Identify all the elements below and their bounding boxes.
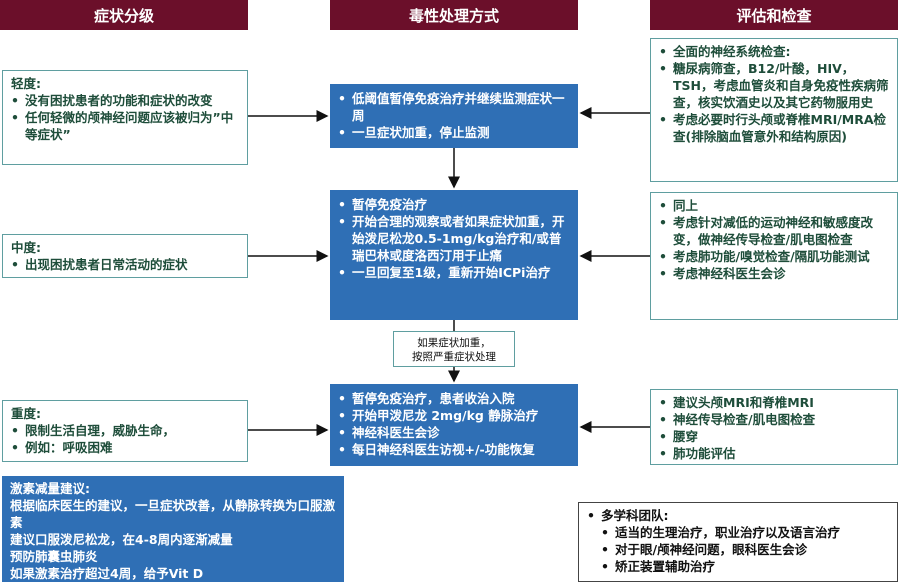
list-item: 神经传导检查/肌电图检查	[659, 411, 889, 428]
list-item: 适当的生理治疗，职业治疗以及语言治疗	[601, 524, 889, 541]
steroid-taper-line: 建议口服泼尼松龙，在4-8周内逐渐减量	[10, 532, 233, 547]
header-assessment: 评估和检查	[650, 0, 898, 30]
list-item: 糖尿病筛查，B12/叶酸，HIV，TSH，考虑血管炎和自身免疫性疾病筛查，核实饮…	[659, 60, 889, 111]
list-item: 神经科医生会诊	[338, 424, 570, 441]
grade-moderate-title: 中度:	[11, 240, 41, 255]
list-item: 一旦症状加重，停止监测	[338, 124, 570, 141]
list-item: 例如：呼吸困难	[11, 439, 239, 456]
grade-severe-box: 重度: 限制生活自理，威胁生命， 例如：呼吸困难	[2, 400, 248, 462]
steroid-taper-box: 激素减量建议: 根据临床医生的建议，一旦症状改善，从静脉转换为口服激素 建议口服…	[2, 476, 344, 582]
assessment-moderate-list: 同上 考虑针对减低的运动神经和敏感度改变，做神经传导检查/肌电图检查 考虑肺功能…	[659, 197, 889, 282]
list-item: 任何轻微的颅神经问题应该被归为”中等症状”	[11, 109, 239, 143]
assessment-mild-box: 全面的神经系统检查: 糖尿病筛查，B12/叶酸，HIV，TSH，考虑血管炎和自身…	[650, 38, 898, 182]
header-symptom-grading: 症状分级	[0, 0, 248, 30]
list-item: 低阈值暂停免疫治疗并继续监测症状一周	[338, 90, 570, 124]
escalation-note-line: 按照严重症状处理	[412, 351, 496, 363]
list-item: 考虑肺功能/嗅觉检查/隔肌功能测试	[659, 248, 889, 265]
list-item: 限制生活自理，威胁生命，	[11, 422, 239, 439]
list-item: 开始甲泼尼龙 2mg/kg 静脉治疗	[338, 407, 570, 424]
list-item: 多学科团队:	[587, 507, 889, 524]
list-item: 考虑必要时行头颅或脊椎MRI/MRA检查(排除脑血管意外和结构原因)	[659, 111, 889, 145]
grade-mild-list: 没有困扰患者的功能和症状的改变 任何轻微的颅神经问题应该被归为”中等症状”	[11, 92, 239, 143]
management-moderate-list: 暂停免疫治疗 开始合理的观察或者如果症状加重，开始泼尼松龙0.5-1mg/kg治…	[338, 196, 570, 281]
list-item: 建议头颅MRI和脊椎MRI	[659, 394, 889, 411]
list-item: 矫正装置辅助治疗	[601, 558, 889, 575]
mdt-box: 多学科团队: 适当的生理治疗，职业治疗以及语言治疗 对于眼/颅神经问题，眼科医生…	[578, 502, 898, 582]
steroid-taper-line: 预防肺囊虫肺炎	[10, 549, 98, 564]
grade-mild-box: 轻度: 没有困扰患者的功能和症状的改变 任何轻微的颅神经问题应该被归为”中等症状…	[2, 70, 248, 165]
list-item: 肺功能评估	[659, 445, 889, 462]
escalation-note-box: 如果症状加重， 按照严重症状处理	[393, 331, 515, 367]
management-moderate-box: 暂停免疫治疗 开始合理的观察或者如果症状加重，开始泼尼松龙0.5-1mg/kg治…	[330, 190, 578, 320]
assessment-moderate-box: 同上 考虑针对减低的运动神经和敏感度改变，做神经传导检查/肌电图检查 考虑肺功能…	[650, 192, 898, 320]
list-item: 没有困扰患者的功能和症状的改变	[11, 92, 239, 109]
assessment-mild-list: 全面的神经系统检查: 糖尿病筛查，B12/叶酸，HIV，TSH，考虑血管炎和自身…	[659, 43, 889, 145]
mdt-items: 适当的生理治疗，职业治疗以及语言治疗 对于眼/颅神经问题，眼科医生会诊 矫正装置…	[587, 524, 889, 575]
management-mild-list: 低阈值暂停免疫治疗并继续监测症状一周 一旦症状加重，停止监测	[338, 90, 570, 141]
list-item: 出现困扰患者日常活动的症状	[11, 256, 239, 273]
grade-mild-title: 轻度:	[11, 76, 41, 91]
list-item: 对于眼/颅神经问题，眼科医生会诊	[601, 541, 889, 558]
header-toxicity-management: 毒性处理方式	[330, 0, 578, 30]
list-item: 一旦回复至1级，重新开始ICPi治疗	[338, 264, 570, 281]
steroid-taper-line: 如果激素治疗超过4周，给予Vit D	[10, 566, 204, 581]
list-item: 考虑针对减低的运动神经和敏感度改变，做神经传导检查/肌电图检查	[659, 214, 889, 248]
list-item: 暂停免疫治疗，患者收治入院	[338, 390, 570, 407]
list-item: 考虑神经科医生会诊	[659, 265, 889, 282]
list-item: 同上	[659, 197, 889, 214]
list-item: 暂停免疫治疗	[338, 196, 570, 213]
list-item: 开始合理的观察或者如果症状加重，开始泼尼松龙0.5-1mg/kg治疗和/或普瑞巴…	[338, 213, 570, 264]
escalation-note-line: 如果症状加重，	[417, 337, 491, 349]
steroid-taper-line: 激素减量建议:	[10, 481, 90, 496]
list-item: 全面的神经系统检查:	[659, 43, 889, 60]
grade-moderate-box: 中度: 出现困扰患者日常活动的症状	[2, 234, 248, 278]
grade-moderate-list: 出现困扰患者日常活动的症状	[11, 256, 239, 273]
management-severe-list: 暂停免疫治疗，患者收治入院 开始甲泼尼龙 2mg/kg 静脉治疗 神经科医生会诊…	[338, 390, 570, 458]
management-mild-box: 低阈值暂停免疫治疗并继续监测症状一周 一旦症状加重，停止监测	[330, 84, 578, 148]
management-severe-box: 暂停免疫治疗，患者收治入院 开始甲泼尼龙 2mg/kg 静脉治疗 神经科医生会诊…	[330, 384, 578, 466]
assessment-severe-box: 建议头颅MRI和脊椎MRI 神经传导检查/肌电图检查 腰穿 肺功能评估	[650, 389, 898, 465]
list-item: 腰穿	[659, 428, 889, 445]
steroid-taper-line: 根据临床医生的建议，一旦症状改善，从静脉转换为口服激素	[10, 498, 336, 530]
mdt-list: 多学科团队:	[587, 507, 889, 524]
list-item: 每日神经科医生访视+/-功能恢复	[338, 441, 570, 458]
grade-severe-list: 限制生活自理，威胁生命， 例如：呼吸困难	[11, 422, 239, 456]
grade-severe-title: 重度:	[11, 406, 41, 421]
assessment-severe-list: 建议头颅MRI和脊椎MRI 神经传导检查/肌电图检查 腰穿 肺功能评估	[659, 394, 889, 462]
